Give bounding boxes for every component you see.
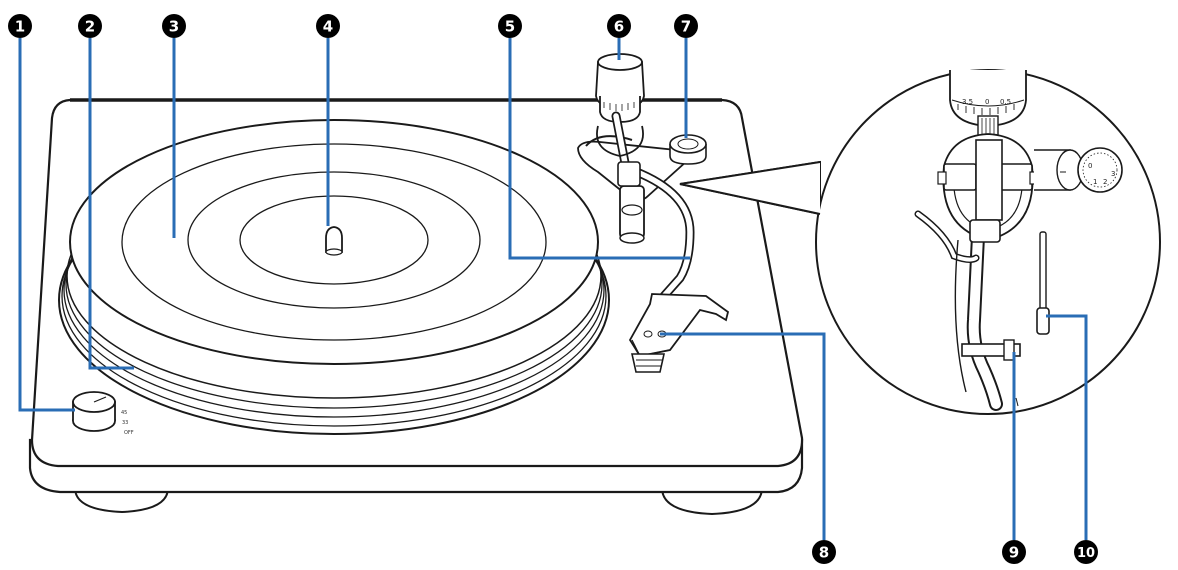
svg-text:3: 3	[169, 18, 179, 36]
anti-skating-dial-magnified[interactable]: 0 1 2 3	[1077, 147, 1123, 193]
dial-mark-1: 1	[1093, 178, 1097, 186]
knob-mark-33: 33	[122, 420, 128, 426]
leader-line-2	[88, 38, 134, 370]
svg-text:8: 8	[819, 544, 829, 562]
svg-text:7: 7	[681, 18, 691, 36]
tonearm[interactable]	[596, 111, 695, 301]
dial-mark-0: 0	[1088, 162, 1092, 170]
callout-marker-2: 2	[78, 14, 102, 38]
svg-text:10: 10	[1077, 546, 1095, 561]
svg-text:1: 1	[15, 18, 25, 36]
spindle	[325, 226, 343, 256]
callout-marker-10: 10	[1074, 540, 1098, 564]
dial-mark-3: 3	[1111, 170, 1115, 178]
dial-mark-2: 2	[1103, 178, 1107, 186]
counterweight[interactable]	[595, 53, 645, 123]
callout-marker-1: 1	[8, 14, 32, 38]
callout-marker-4: 4	[316, 14, 340, 38]
svg-text:6: 6	[614, 18, 624, 36]
callout-marker-8: 8	[812, 540, 836, 564]
scale-label-left: 3.5	[962, 98, 973, 106]
knob-mark-45: 45	[121, 410, 127, 416]
callout-marker-5: 5	[498, 14, 522, 38]
svg-text:9: 9	[1009, 544, 1019, 562]
leader-lines	[18, 38, 1088, 540]
leader-line-8	[660, 332, 826, 540]
knob-mark-off: OFF	[124, 430, 134, 436]
front-left-foot	[73, 487, 170, 514]
svg-text:5: 5	[505, 18, 515, 36]
leader-line-5	[508, 38, 690, 260]
scale-label-right: 0.5	[1000, 98, 1011, 106]
leader-line-1	[18, 38, 75, 412]
anti-skating-dial[interactable]	[669, 134, 707, 165]
leader-line-10	[1046, 314, 1088, 540]
callout-marker-6: 6	[607, 14, 631, 38]
scale-label-center: 0	[985, 98, 989, 106]
callout-marker-9: 9	[1002, 540, 1026, 564]
svg-text:4: 4	[323, 18, 333, 36]
callout-marker-7: 7	[674, 14, 698, 38]
svg-text:2: 2	[85, 18, 95, 36]
cartridge	[631, 353, 665, 373]
speed-selector-knob[interactable]: 45 33 OFF	[72, 391, 134, 436]
front-right-foot	[660, 487, 764, 516]
callout-marker-3: 3	[162, 14, 186, 38]
magnified-detail: 3.5 0 0.5 0 1 2	[679, 69, 1161, 415]
